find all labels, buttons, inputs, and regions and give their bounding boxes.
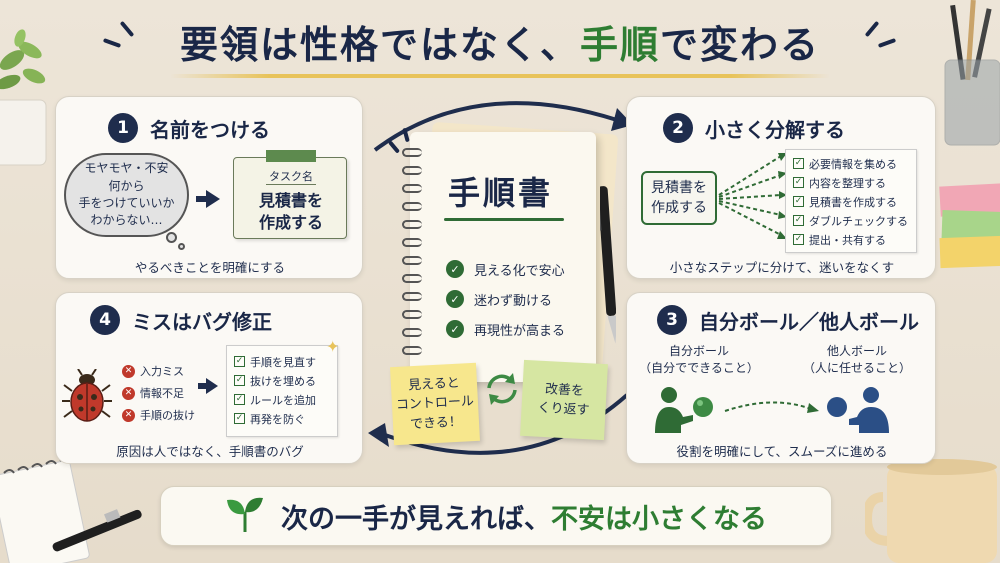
benefit-item: ✓再現性が高まる bbox=[446, 314, 565, 344]
refresh-cycle-icon bbox=[483, 370, 521, 408]
pen-icon bbox=[595, 186, 618, 346]
checkbox-icon bbox=[793, 196, 804, 207]
step4-heading: 4 ミスはバグ修正 bbox=[90, 305, 272, 335]
checkbox-icon bbox=[234, 413, 245, 424]
card-tape bbox=[266, 150, 316, 162]
coffee-mug-icon bbox=[861, 455, 1000, 563]
arrow-shaft bbox=[198, 383, 208, 389]
procedure-notebook: 手順書 ✓見える化で安心 ✓迷わず動ける ✓再現性が高まる bbox=[402, 132, 596, 382]
step3-number: 3 bbox=[657, 305, 687, 335]
step4-number: 4 bbox=[90, 305, 120, 335]
benefit-item: ✓迷わず動ける bbox=[446, 284, 565, 314]
arrow-shaft bbox=[196, 196, 208, 202]
bug-icon bbox=[62, 368, 112, 423]
checkbox-icon bbox=[234, 375, 245, 386]
person-blue-icon bbox=[825, 385, 889, 433]
checkbox-icon bbox=[234, 394, 245, 405]
checkbox-icon bbox=[793, 177, 804, 188]
self-ball-label: 自分ボール（自分でできること） bbox=[639, 344, 759, 376]
step4-caption: 原因は人ではなく、手順書のバグ bbox=[116, 444, 304, 459]
step2-caption: 小さなステップに分けて、迷いをなくす bbox=[669, 260, 895, 275]
step3-caption: 役割を明確にして、スムーズに進める bbox=[676, 444, 888, 459]
checkbox-icon bbox=[793, 234, 804, 245]
checkbox-icon bbox=[793, 158, 804, 169]
step1-panel: 1 名前をつける モヤモヤ・不安 何から 手をつけていいか わからない… タスク… bbox=[55, 96, 363, 279]
title-accent: 手順 bbox=[579, 23, 660, 67]
person-green-icon bbox=[655, 385, 719, 433]
x-mark-icon: ✕ bbox=[122, 386, 135, 400]
card-task-name: 見積書を 作成する bbox=[258, 191, 323, 233]
step1-caption: やるべきことを明確にする bbox=[134, 260, 286, 275]
notebook-title-underline bbox=[444, 218, 564, 221]
sprout-icon bbox=[225, 496, 265, 536]
step1-heading: 1 名前をつける bbox=[108, 113, 270, 143]
pen-icon bbox=[40, 505, 150, 560]
checklist-item: 見積書を作成する bbox=[793, 192, 908, 211]
checkbox-icon bbox=[793, 215, 804, 226]
cause-list: ✕入力ミス ✕情報不足 ✕手順の抜け bbox=[122, 360, 195, 426]
notebook-rings bbox=[402, 148, 422, 378]
sparkle-icon: ✦ bbox=[326, 337, 340, 356]
step4-fix-card: 手順を見直す 抜けを埋める ルールを追加 再発を防ぐ bbox=[226, 345, 338, 437]
ball-pass-arrow bbox=[724, 401, 819, 413]
checklist-item: 内容を整理する bbox=[793, 173, 908, 192]
check-circle-icon: ✓ bbox=[446, 260, 464, 278]
benefit-item: ✓見える化で安心 bbox=[446, 254, 565, 284]
card-tag: タスク名 bbox=[269, 170, 313, 183]
checklist-item: 提出・共有する bbox=[793, 230, 908, 249]
step2-task-box: 見積書を作成する bbox=[641, 171, 717, 225]
cause-item: ✕情報不足 bbox=[122, 382, 195, 404]
banner-message: 次の一手が見えれば、不安は小さくなる bbox=[281, 503, 767, 535]
other-ball-label: 他人ボール（人に任せること） bbox=[802, 344, 911, 376]
fix-item: ルールを追加 bbox=[234, 390, 316, 409]
notebook-title: 手順書 bbox=[448, 174, 554, 212]
fix-item: 再発を防ぐ bbox=[234, 409, 316, 428]
step2-checklist-card: 必要情報を集める 内容を整理する 見積書を作成する ダブルチェックする 提出・共… bbox=[785, 149, 917, 253]
checklist-item: 必要情報を集める bbox=[793, 154, 908, 173]
arrow-right-icon bbox=[206, 378, 218, 394]
bottom-banner: 次の一手が見えれば、不安は小さくなる bbox=[160, 486, 832, 546]
x-mark-icon: ✕ bbox=[122, 408, 135, 422]
page-title: 要領は性格ではなく、手順で変わる bbox=[179, 23, 821, 67]
sticky-note-pads bbox=[939, 183, 1000, 275]
checkbox-icon bbox=[234, 356, 245, 367]
check-circle-icon: ✓ bbox=[446, 290, 464, 308]
sticky-note-improve: 改善をくり返す bbox=[520, 359, 608, 441]
step2-panel: 2 小さく分解する 見積書を作成する 必要情報を集める 内容を整理する 見積書を… bbox=[626, 96, 936, 279]
task-card: タスク名 見積書を 作成する bbox=[233, 150, 347, 239]
pen-cup-icon bbox=[935, 0, 1000, 150]
step3-heading: 3 自分ボール／他人ボール bbox=[657, 305, 919, 335]
step3-panel: 3 自分ボール／他人ボール 自分ボール（自分でできること） 他人ボール（人に任せ… bbox=[626, 292, 936, 464]
thought-bubble-dot bbox=[166, 232, 177, 243]
x-mark-icon: ✕ bbox=[122, 364, 135, 378]
title-underline bbox=[170, 74, 830, 78]
sticky-note-control: 見えるとコントロールできる！ bbox=[390, 362, 480, 446]
step1-number: 1 bbox=[108, 113, 138, 143]
step2-heading: 2 小さく分解する bbox=[663, 113, 845, 143]
potted-plant-icon bbox=[0, 20, 60, 170]
fan-arrows bbox=[718, 153, 787, 239]
cause-item: ✕手順の抜け bbox=[122, 404, 195, 426]
fix-item: 抜けを埋める bbox=[234, 371, 316, 390]
checklist-item: ダブルチェックする bbox=[793, 211, 908, 230]
notebook-benefit-list: ✓見える化で安心 ✓迷わず動ける ✓再現性が高まる bbox=[446, 254, 565, 344]
worry-cloud: モヤモヤ・不安 何から 手をつけていいか わからない… bbox=[64, 153, 189, 237]
cause-item: ✕入力ミス bbox=[122, 360, 195, 382]
check-circle-icon: ✓ bbox=[446, 320, 464, 338]
step2-number: 2 bbox=[663, 113, 693, 143]
arrow-right-icon bbox=[206, 190, 220, 208]
fix-item: 手順を見直す bbox=[234, 352, 316, 371]
step4-panel: 4 ミスはバグ修正 ✕入力ミス ✕情報不足 ✕手順の抜け 手順を見直す 抜けを埋… bbox=[55, 292, 363, 464]
card-tag-line bbox=[266, 184, 316, 185]
thought-bubble-dot bbox=[178, 243, 185, 250]
